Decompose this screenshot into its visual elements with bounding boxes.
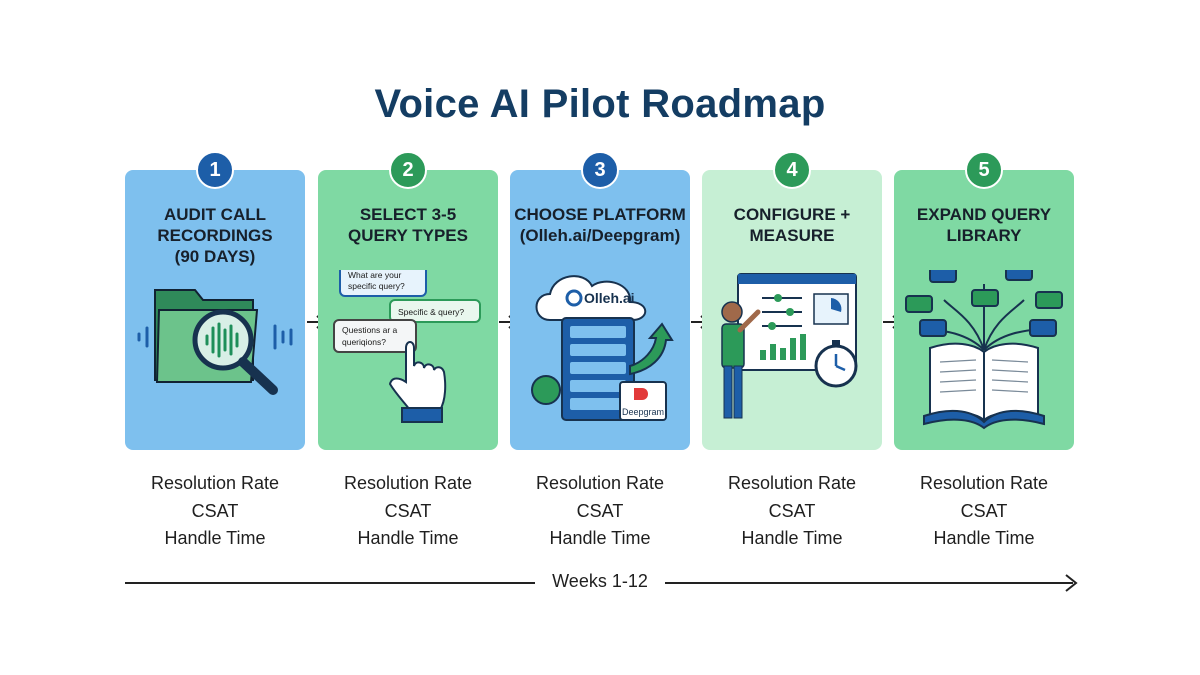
- step-title-3: CHOOSE PLATFORM (Olleh.ai/Deepgram): [514, 205, 686, 245]
- cloud-server-icon: Olleh.ai Deepgram: [531, 275, 674, 421]
- step-badge-4: 4: [773, 151, 811, 189]
- step-title-1: AUDIT CALL RECORDINGS (90 DAYS): [157, 205, 273, 266]
- olleh-logo-text: Olleh.ai: [584, 290, 635, 306]
- step-metrics-1: Resolution Rate CSAT Handle Time: [150, 473, 280, 548]
- step-metrics-3: Resolution Rate CSAT Handle Time: [535, 473, 665, 548]
- step-badge-1: 1: [196, 151, 234, 189]
- timeline-line-left: [125, 582, 535, 584]
- bubble-text-3: Specific & query?: [398, 307, 464, 317]
- bubble-text-5: queriqions?: [342, 337, 386, 347]
- step-badge-3: 3: [581, 151, 619, 189]
- step-card-4: 4 CONFIGURE + MEASURE: [702, 151, 882, 450]
- step-card-3: 3 CHOOSE PLATFORM (Olleh.ai/Deepgram) Ol…: [510, 151, 690, 450]
- step-card-2: 2 SELECT 3-5 QUERY TYPES What are your s…: [318, 151, 498, 450]
- step-metrics-5: Resolution Rate CSAT Handle Time: [919, 473, 1049, 548]
- step-title-4: CONFIGURE + MEASURE: [733, 205, 851, 245]
- folder-magnifier-waveform-icon: [137, 289, 293, 395]
- page-title: Voice AI Pilot Roadmap: [374, 82, 826, 126]
- step-badge-2: 2: [389, 151, 427, 189]
- step-title-2: SELECT 3-5 QUERY TYPES: [348, 205, 468, 245]
- step-card-1: 1 AUDIT CALL RECORDINGS (90 DAYS): [125, 151, 305, 450]
- bubble-text-4: Questions ar a: [342, 325, 398, 335]
- step-card-5: 5 EXPAND QUERY LIBRARY: [894, 151, 1074, 450]
- bubble-text-1: What are your: [348, 270, 402, 280]
- bubble-text-2: specific query?: [348, 281, 405, 291]
- step-title-5: EXPAND QUERY LIBRARY: [916, 205, 1052, 245]
- open-book-chat-icon: [905, 270, 1063, 430]
- step-metrics-2: Resolution Rate CSAT Handle Time: [343, 473, 473, 548]
- timeline-line-right: [665, 582, 1073, 584]
- person-dashboard-stopwatch-icon: [721, 273, 858, 419]
- chat-bubbles-hand-icon: What are your specific query? Specific &…: [333, 270, 481, 423]
- step-badge-5: 5: [965, 151, 1003, 189]
- step-metrics-4: Resolution Rate CSAT Handle Time: [727, 473, 857, 548]
- timeline-label: Weeks 1-12: [552, 571, 648, 591]
- timeline-arrowhead-icon: [1065, 574, 1078, 592]
- deepgram-logo-text: Deepgram: [622, 407, 664, 417]
